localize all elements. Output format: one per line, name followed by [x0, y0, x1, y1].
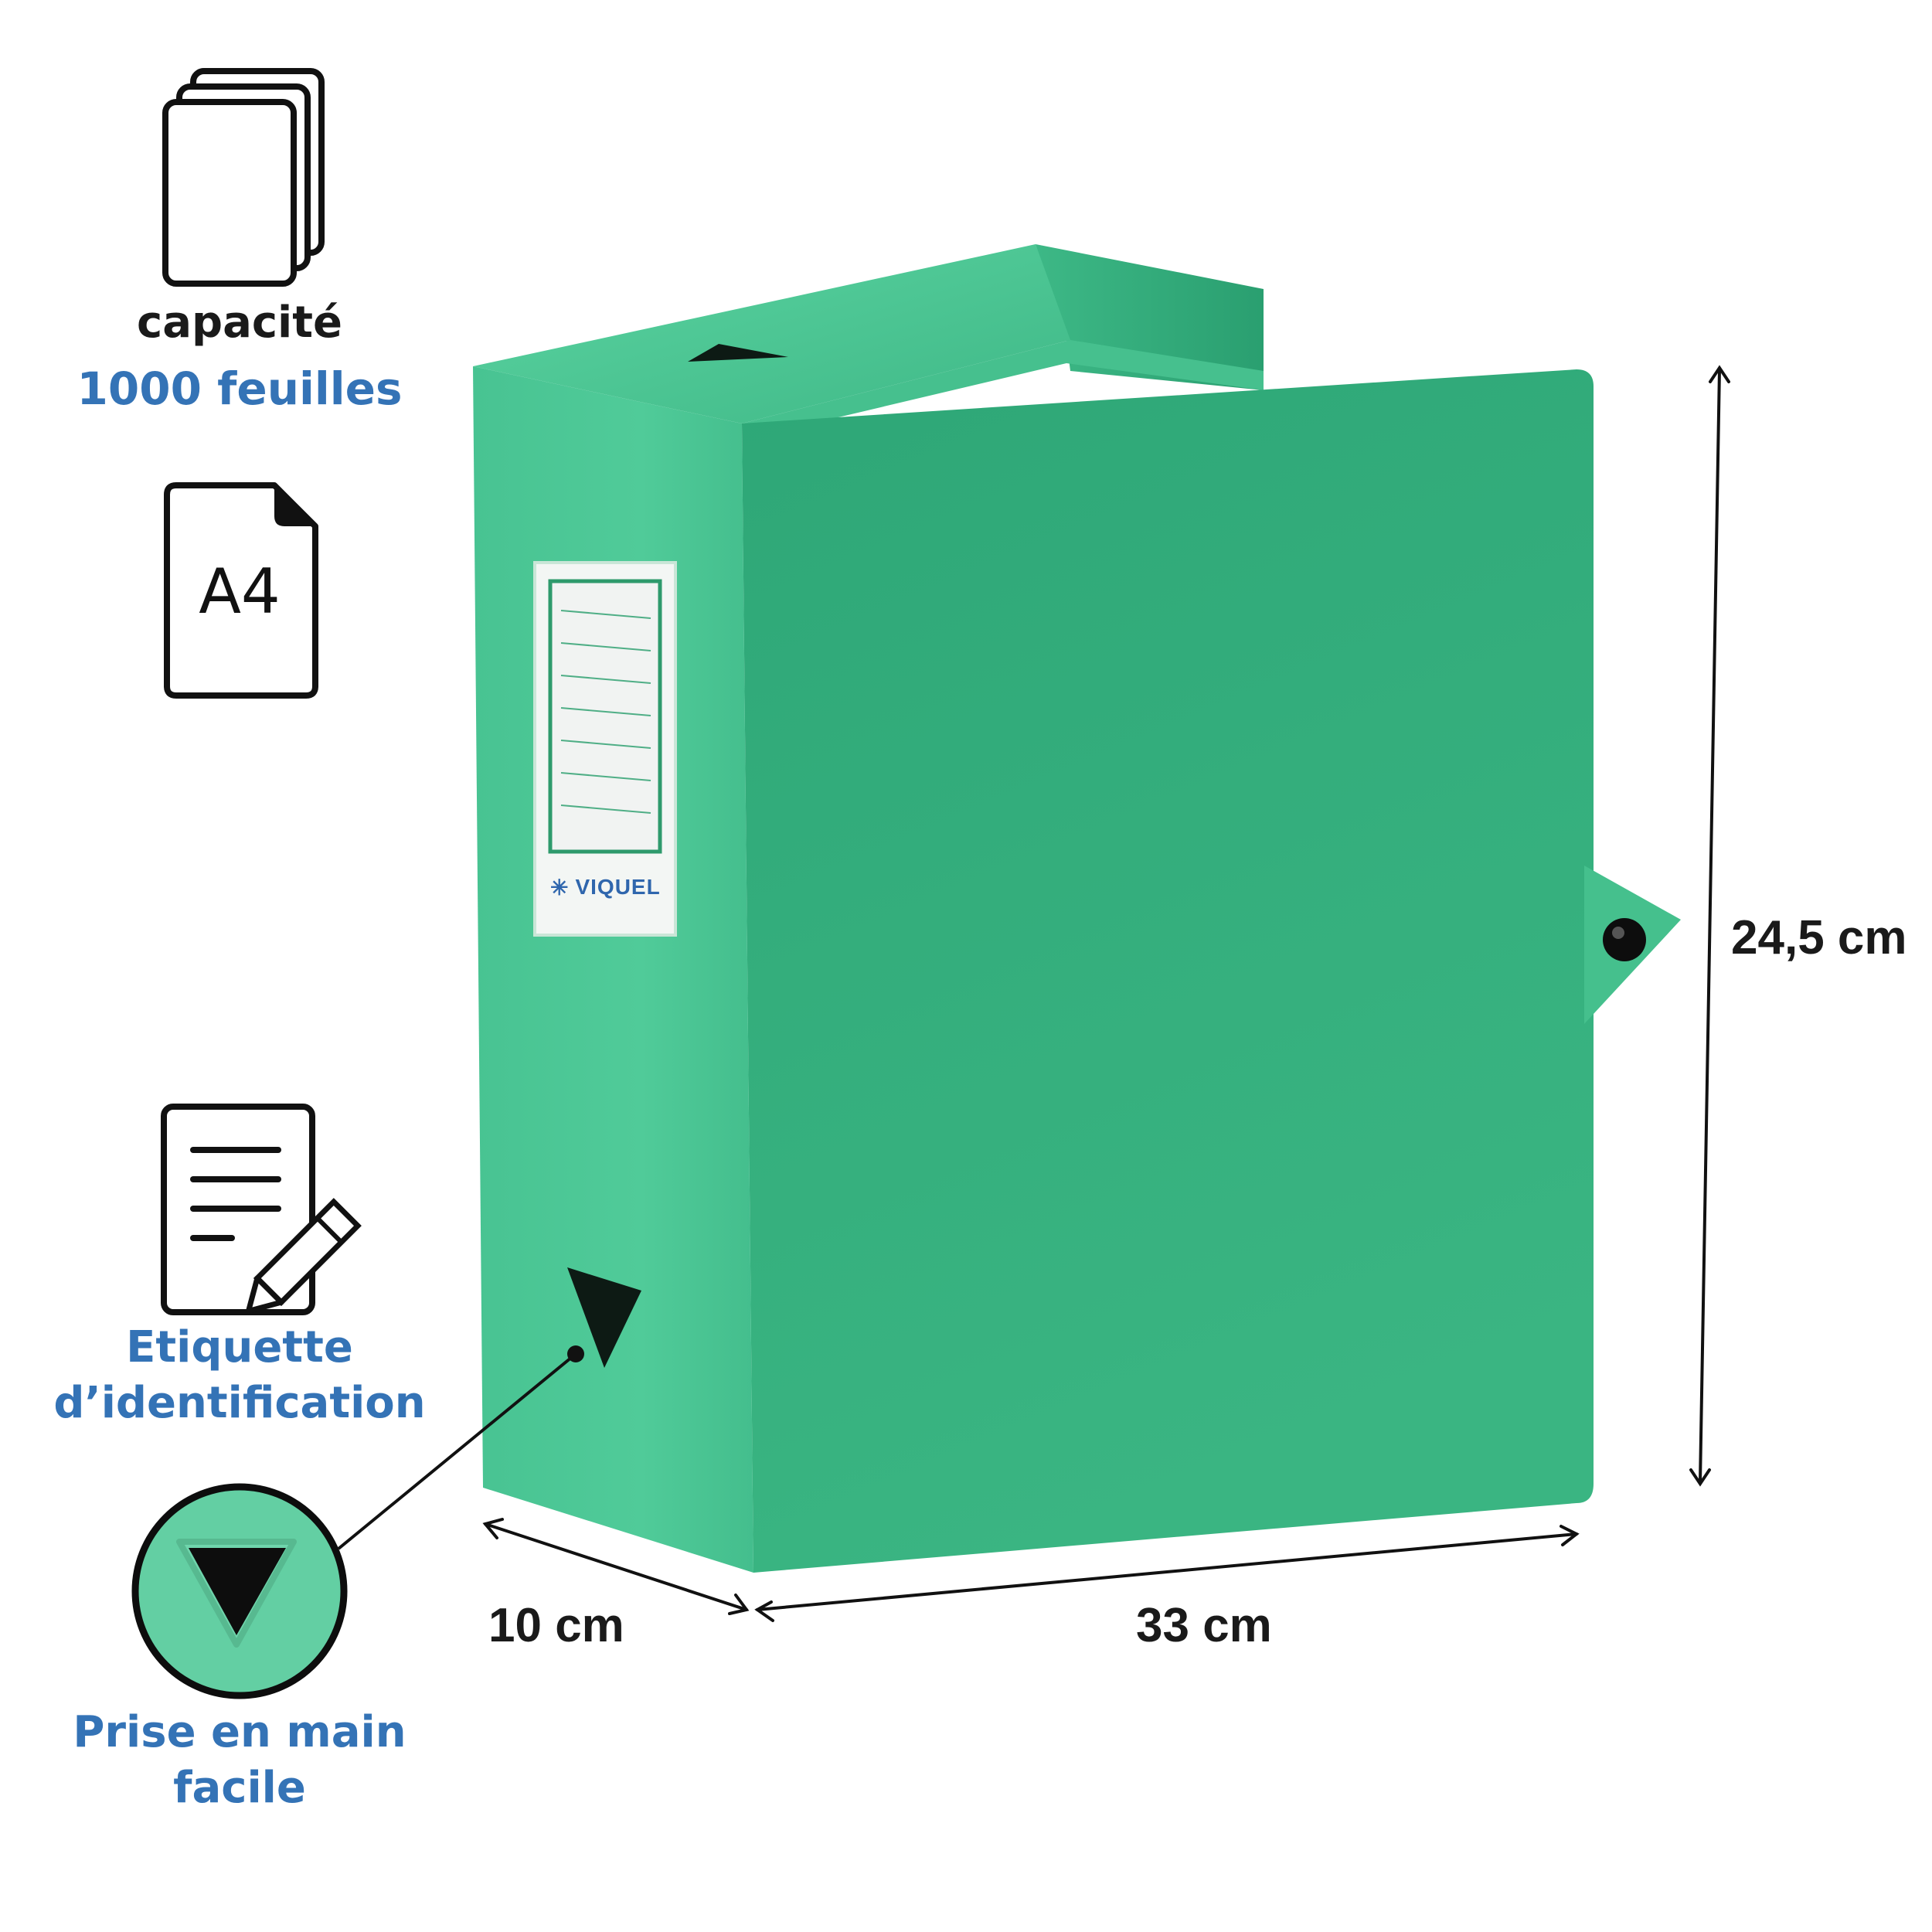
- snowflake-icon: ✳: [550, 875, 570, 900]
- box-top-edge: [742, 340, 1264, 437]
- grip-title: Prise en main facile: [46, 1705, 433, 1815]
- width-arrow: [754, 1525, 1580, 1622]
- label-lines: [560, 610, 651, 814]
- height-dimension: 24,5 cm: [1731, 911, 1907, 964]
- depth-dimension: 10 cm: [488, 1599, 624, 1652]
- grip-callout-line: [337, 1345, 584, 1550]
- grip-line1: Prise en main: [73, 1707, 406, 1757]
- top-finger-hole: [688, 344, 788, 362]
- box-spine: [473, 366, 753, 1573]
- stacked-sheets-icon: [162, 68, 325, 287]
- box-top: [473, 244, 1070, 423]
- triangle-grip-icon: [131, 1483, 348, 1699]
- label-window-title: Etiquette d’identification: [31, 1320, 448, 1430]
- document-pencil-icon: [161, 1104, 362, 1315]
- label-window-line2: d’identification: [53, 1377, 426, 1428]
- archive-box: [473, 244, 1681, 1573]
- grip-line2: facile: [173, 1762, 306, 1813]
- label-card: [548, 579, 662, 854]
- height-arrow: [1689, 365, 1730, 1487]
- capacity-value: 1000 feuilles: [77, 362, 403, 415]
- width-dimension: 33 cm: [1136, 1599, 1272, 1652]
- label-window-line1: Etiquette: [126, 1322, 353, 1372]
- brand-logo: ✳ VIQUEL: [550, 873, 674, 901]
- a4-icon-label: A4: [199, 555, 281, 628]
- brand-name: VIQUEL: [575, 875, 661, 899]
- capacity-label: capacité: [137, 298, 342, 348]
- depth-arrow: [482, 1518, 750, 1615]
- a4-document-icon: [164, 482, 318, 699]
- box-front-cover: [742, 369, 1594, 1573]
- snap-button-highlight: [1612, 927, 1624, 939]
- spine-grip-hole: [567, 1267, 641, 1368]
- snap-button[interactable]: [1603, 918, 1646, 961]
